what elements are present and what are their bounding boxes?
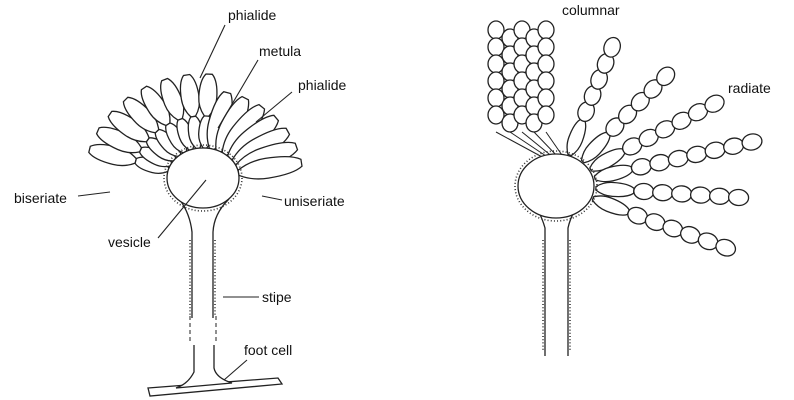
conidium bbox=[538, 106, 554, 124]
conidium bbox=[667, 148, 690, 168]
label-uniseriate: uniseriate bbox=[284, 193, 345, 209]
conidium bbox=[722, 136, 745, 156]
conidium bbox=[648, 153, 671, 173]
right-phialide bbox=[592, 196, 629, 215]
label-metula: metula bbox=[259, 43, 301, 59]
conidium bbox=[633, 183, 654, 200]
stipe-upper bbox=[180, 200, 228, 318]
stipe-lower bbox=[176, 345, 232, 388]
label-phialide-top: phialide bbox=[228, 7, 276, 23]
label-foot-cell: foot cell bbox=[244, 342, 292, 358]
conidium bbox=[538, 55, 554, 73]
label-radiate: radiate bbox=[728, 80, 771, 96]
conidium bbox=[652, 184, 673, 201]
conidium bbox=[630, 157, 653, 177]
label-columnar: columnar bbox=[562, 2, 620, 18]
right-stipe bbox=[528, 196, 586, 356]
conidium bbox=[728, 189, 749, 206]
label-vesicle: vesicle bbox=[108, 234, 151, 250]
conidium bbox=[685, 144, 708, 164]
conidium bbox=[703, 140, 726, 160]
label-stipe: stipe bbox=[262, 289, 292, 305]
right-vesicle bbox=[518, 154, 594, 218]
right-phialide bbox=[596, 182, 634, 196]
conidium bbox=[538, 72, 554, 90]
conidium bbox=[671, 185, 692, 202]
left-vesicle bbox=[167, 148, 239, 208]
conidium bbox=[690, 186, 711, 203]
right-conidiophore bbox=[488, 21, 764, 356]
conidium bbox=[538, 89, 554, 107]
conidium bbox=[740, 132, 763, 152]
label-phialide-right: phialide bbox=[298, 77, 346, 93]
conidium bbox=[538, 21, 554, 39]
conidium bbox=[709, 188, 730, 205]
conidium bbox=[538, 38, 554, 56]
right-phialide bbox=[567, 119, 586, 155]
label-biseriate: biseriate bbox=[14, 190, 67, 206]
